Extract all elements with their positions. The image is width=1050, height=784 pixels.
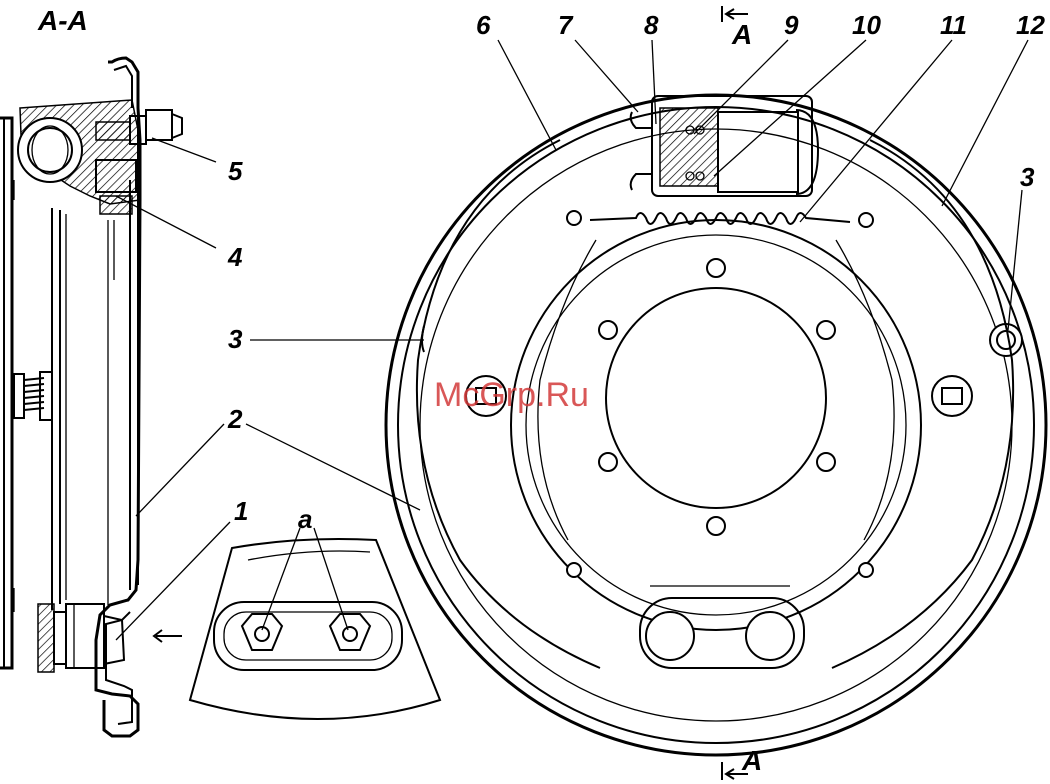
watermark: McGrp.Ru [434,376,589,414]
return-spring [590,213,850,224]
callout-5: 5 [228,156,243,186]
callout-3-right: 3 [1020,162,1035,192]
callout-6: 6 [476,10,491,40]
section-marker-bottom: A [741,745,762,776]
callout-10: 10 [852,10,881,40]
callout-4: 4 [227,242,243,272]
section-marker-top: A [731,19,752,50]
callout-7: 7 [558,10,574,40]
detail-view [190,539,440,719]
leader-lines [116,40,1028,640]
callout-a: a [298,504,312,534]
section-a-a-view [0,58,182,736]
section-spring [14,372,52,420]
callout-11: 11 [940,10,967,40]
callout-1: 1 [234,496,248,526]
callout-8: 8 [644,10,659,40]
anchor-bolt [38,604,124,672]
callout-2: 2 [227,404,243,434]
callout-12: 12 [1016,10,1045,40]
wheel-cylinder [631,96,818,196]
section-title: A-A [37,5,88,36]
callout-9: 9 [784,10,799,40]
callout-3-left: 3 [228,324,243,354]
lower-anchor-plate [640,586,804,668]
